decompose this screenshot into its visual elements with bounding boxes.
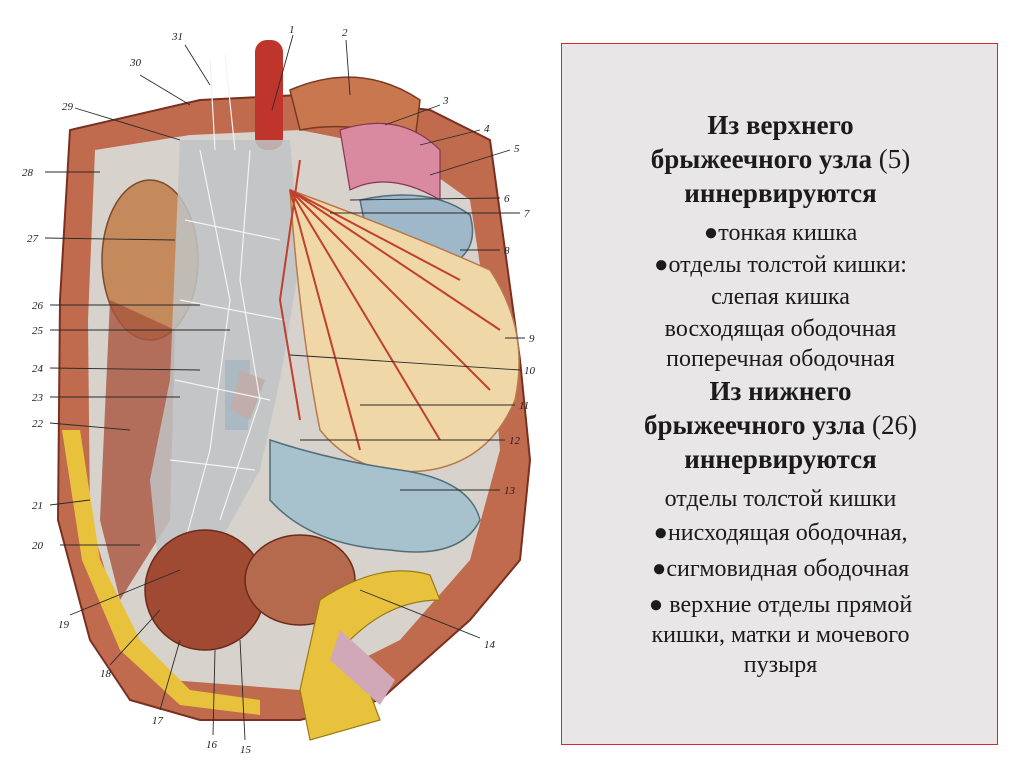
label-2: 2 <box>342 27 348 39</box>
label-7: 7 <box>524 208 530 220</box>
label-23: 23 <box>32 392 44 404</box>
leader-lines <box>44 34 525 741</box>
heading-lower-line1: Из нижнего <box>709 376 852 406</box>
pubic-region <box>299 570 441 741</box>
label-25: 25 <box>32 325 44 337</box>
body-wall-fat <box>62 430 260 715</box>
label-17: 17 <box>152 715 164 727</box>
label-27: 27 <box>27 233 39 245</box>
heading-upper-line2: брыжеечного узла (5) <box>562 144 999 175</box>
list-item-bladder: пузыря <box>743 652 818 678</box>
label-1: 1 <box>289 24 295 36</box>
label-31: 31 <box>171 31 183 43</box>
label-29: 29 <box>62 101 74 113</box>
label-4: 4 <box>484 123 490 135</box>
label-10: 10 <box>524 365 536 377</box>
anatomy-illustration: 1 2 3 4 5 6 7 8 9 10 11 12 13 14 15 16 1… <box>22 24 536 756</box>
label-15: 15 <box>240 744 252 756</box>
small-intestine <box>269 438 481 553</box>
list-item-ascending-colon: восходящая ободочная <box>664 316 897 342</box>
label-19: 19 <box>58 619 70 631</box>
label-16: 16 <box>206 739 218 751</box>
label-13: 13 <box>504 485 516 497</box>
mesenteric-vessels <box>278 159 501 451</box>
list-item-transverse-colon: поперечная ободочная <box>666 346 895 372</box>
text-panel: Из верхнего брыжеечного узла (5) иннерви… <box>561 43 998 745</box>
list-item-colon-parts: ●отделы толстой кишки: <box>654 252 907 278</box>
label-8: 8 <box>504 245 510 257</box>
nerve-fibers <box>169 54 286 561</box>
heading-lower-line3: иннервируются <box>684 444 877 474</box>
label-28: 28 <box>22 167 34 179</box>
label-9: 9 <box>529 333 535 345</box>
label-20: 20 <box>32 540 44 552</box>
urethra <box>330 630 395 705</box>
label-14: 14 <box>484 639 496 651</box>
label-26: 26 <box>32 300 44 312</box>
list-item-uterus-bladder: кишки, матки и мочевого <box>651 622 910 648</box>
aorta <box>255 40 283 150</box>
list-item-colon-parts-2: отделы толстой кишки <box>664 486 897 512</box>
list-item-cecum: слепая кишка <box>711 284 850 310</box>
list-item-sigmoid-colon: ●сигмовидная ободочная <box>651 556 910 582</box>
label-22: 22 <box>32 418 44 430</box>
list-item-small-intestine: ●тонкая кишка <box>703 220 858 246</box>
heading-lower-number: (26) <box>872 410 917 440</box>
label-3: 3 <box>442 95 449 107</box>
label-21: 21 <box>32 500 43 512</box>
heading-lower-ganglion: брыжеечного узла <box>644 410 866 440</box>
list-item-upper-rectum: ● верхние отделы прямой <box>648 592 913 618</box>
nerve-plexus <box>150 140 300 580</box>
label-30: 30 <box>129 57 142 69</box>
heading-upper-ganglion: брыжеечного узла <box>650 144 872 174</box>
heading-upper-number: (5) <box>878 144 911 174</box>
heading-upper-line1: Из верхнего <box>707 110 854 140</box>
heading-lower-line2: брыжеечного узла (26) <box>562 410 999 441</box>
label-6: 6 <box>504 193 510 205</box>
label-5: 5 <box>514 143 520 155</box>
label-12: 12 <box>509 435 521 447</box>
label-18: 18 <box>100 668 112 680</box>
label-11: 11 <box>519 400 529 412</box>
heading-upper-line3: иннервируются <box>684 178 877 208</box>
label-24: 24 <box>32 363 44 375</box>
pancreas <box>339 122 441 202</box>
list-item-descending-colon: ●нисходящая ободочная, <box>653 520 908 546</box>
